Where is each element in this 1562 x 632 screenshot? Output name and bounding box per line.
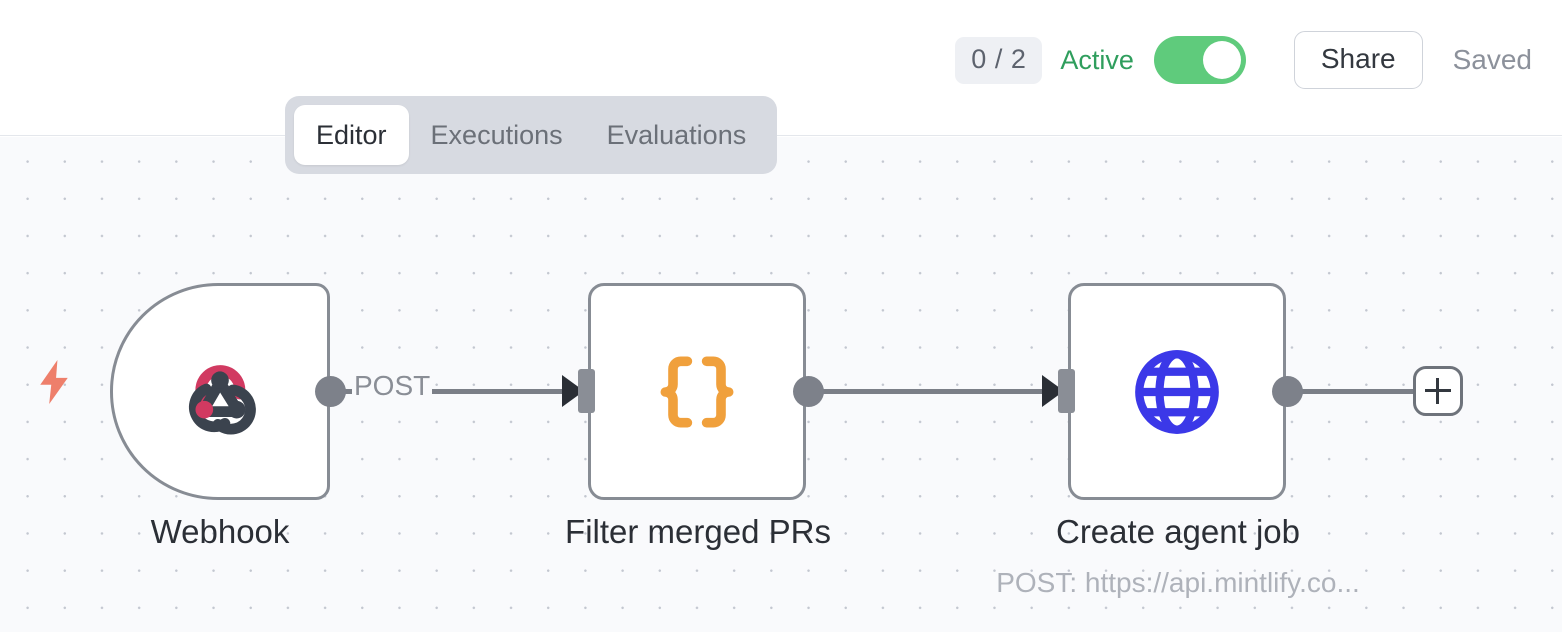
lightning-bolt-icon [37, 360, 71, 404]
run-count-badge: 0 / 2 [955, 36, 1043, 84]
tab-evaluations[interactable]: Evaluations [606, 119, 747, 150]
toggle-knob [1202, 41, 1241, 79]
node-subtitle-create-agent-job: POST: https://api.mintlify.co... [996, 567, 1360, 598]
tab-editor[interactable]: Editor [294, 105, 409, 165]
curly-braces-icon [591, 286, 803, 497]
node-filter-merged-prs[interactable] [588, 283, 806, 500]
handle-input-filter[interactable] [578, 369, 595, 413]
edge-webhook-to-filter[interactable] [345, 389, 575, 394]
node-create-agent-job[interactable] [1068, 283, 1286, 500]
active-toggle[interactable] [1153, 36, 1246, 84]
plus-icon [1425, 378, 1451, 404]
node-webhook[interactable] [110, 283, 330, 500]
app-header: 0 / 2 Active Share Saved [0, 0, 1562, 136]
workflow-canvas[interactable]: Webhook POST Filter merged PRs [0, 137, 1562, 632]
node-caption-filter: Filter merged PRs [565, 513, 831, 550]
node-caption-create-agent-job: Create agent job [1055, 513, 1300, 550]
handle-output-webhook[interactable] [315, 376, 346, 407]
node-caption-webhook: Webhook [150, 513, 290, 550]
saved-status-label: Saved [1452, 44, 1532, 75]
webhook-icon [113, 286, 327, 497]
edge-label-post: POST [352, 370, 433, 401]
handle-output-filter[interactable] [793, 376, 824, 407]
view-tabbar: Editor Executions Evaluations [285, 96, 778, 174]
add-node-button[interactable] [1413, 366, 1463, 416]
tab-executions[interactable]: Executions [430, 119, 563, 150]
edge-filter-to-create-agent-job[interactable] [820, 389, 1055, 394]
share-button[interactable]: Share [1293, 31, 1423, 89]
active-status-label: Active [1060, 44, 1134, 75]
handle-output-create-agent-job[interactable] [1272, 376, 1303, 407]
globe-icon [1071, 286, 1283, 497]
edge-to-add-button [1298, 389, 1418, 394]
header-actions: 0 / 2 Active Share Saved [955, 0, 1532, 120]
handle-input-create-agent-job[interactable] [1058, 369, 1075, 413]
